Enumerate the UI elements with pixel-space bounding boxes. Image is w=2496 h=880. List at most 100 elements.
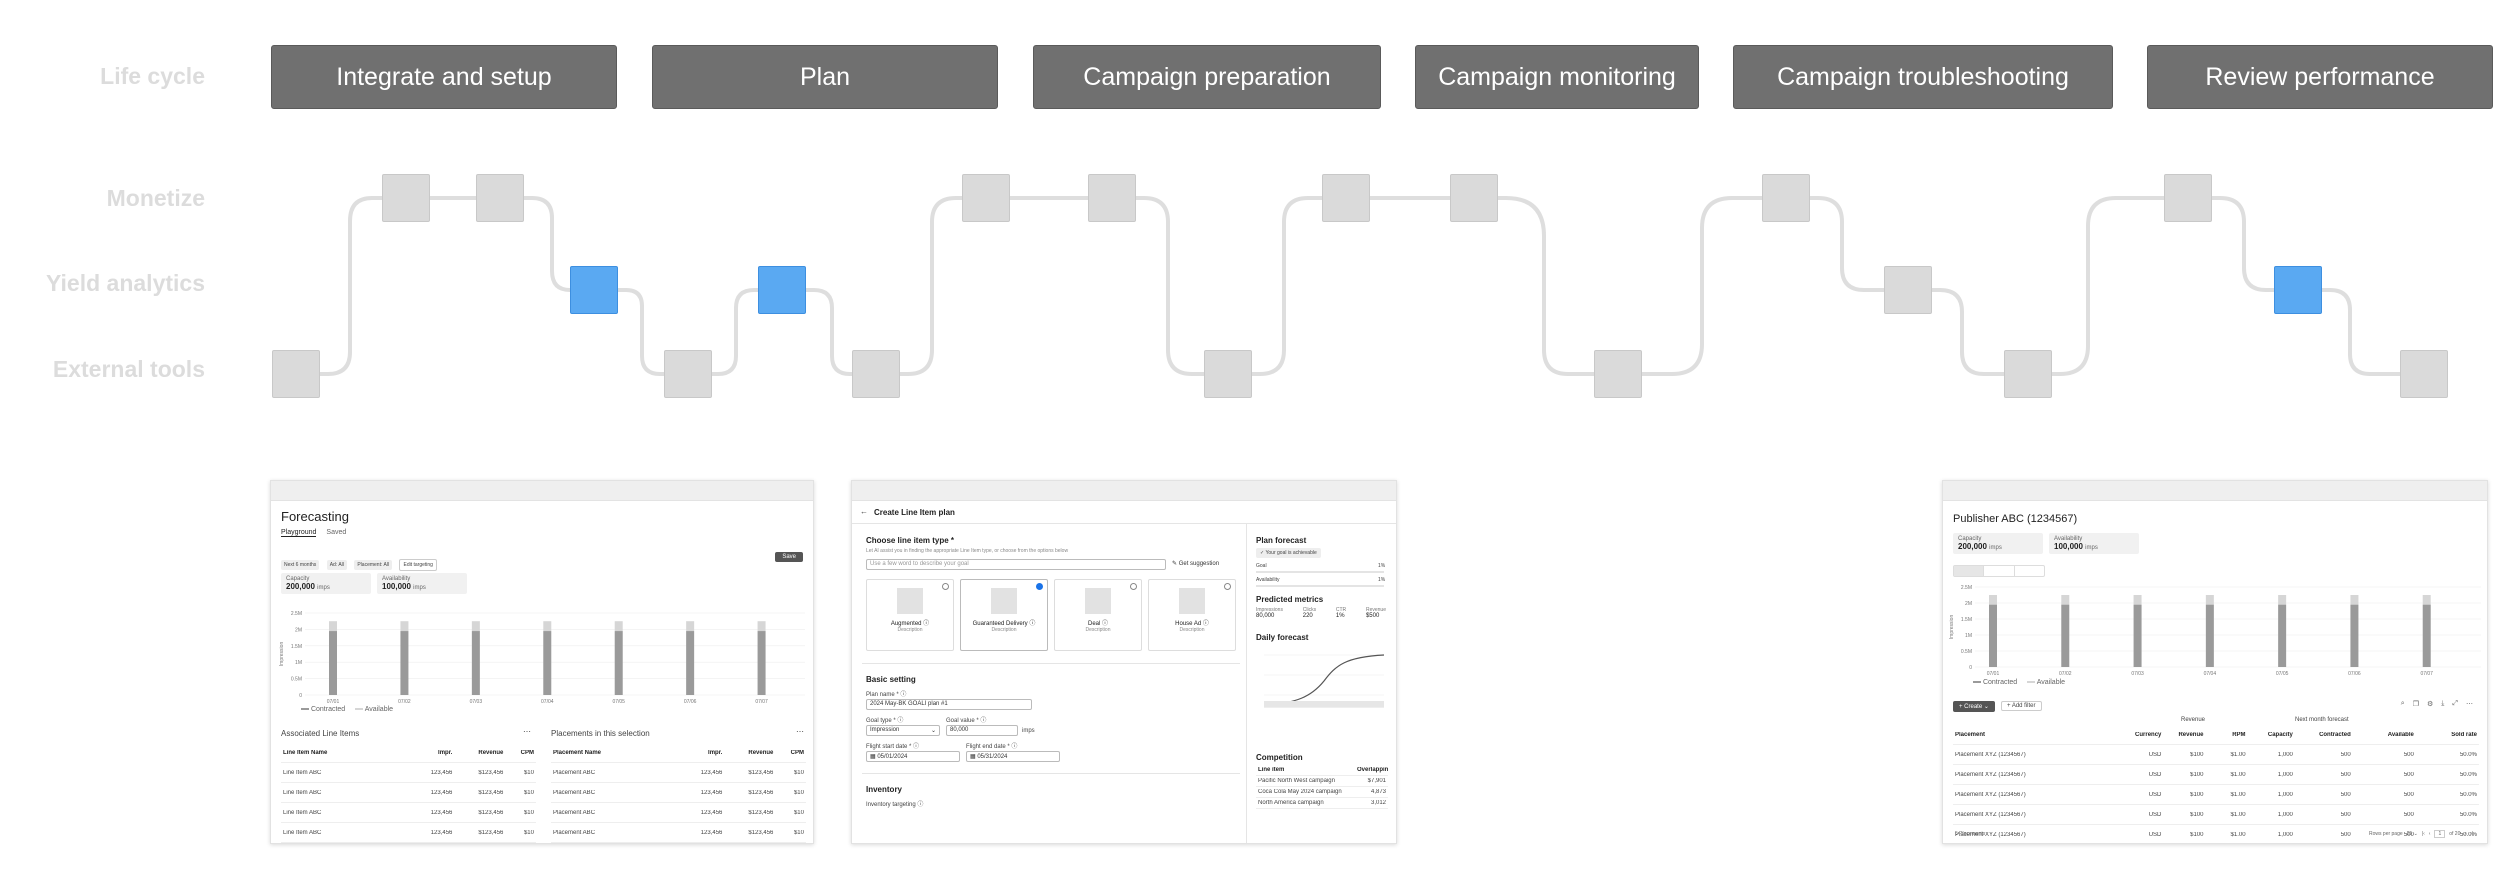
basic-setting-title: Basic setting bbox=[866, 675, 916, 684]
filter-ad[interactable]: Ad: All bbox=[326, 560, 347, 570]
save-button[interactable]: Save bbox=[775, 552, 803, 562]
column-header[interactable]: Currency bbox=[2135, 731, 2162, 738]
radio-button[interactable] bbox=[1130, 583, 1137, 590]
table-cell: $1.00 bbox=[2230, 811, 2246, 818]
column-header[interactable]: Placement bbox=[1955, 731, 1986, 738]
column-header[interactable]: Revenue bbox=[2178, 731, 2204, 738]
column-header[interactable]: Capacity bbox=[2267, 731, 2293, 738]
calendar-icon: ▦ bbox=[870, 754, 876, 760]
more-menu-icon[interactable]: ⋯ bbox=[796, 727, 804, 736]
phase-review-performance: Review performance bbox=[2147, 45, 2493, 109]
plan-name-input[interactable]: 2024 May-BK GOALI plan #1 bbox=[866, 699, 1032, 710]
table-row[interactable]: Pacific North West campaign$7,901 bbox=[1256, 776, 1388, 787]
column-header[interactable]: Line item bbox=[1258, 767, 1285, 773]
prev-page-icon[interactable]: ‹ bbox=[2428, 831, 2431, 837]
copy-icon[interactable]: ❐ bbox=[2412, 701, 2419, 708]
column-header[interactable]: Impr. bbox=[708, 749, 723, 756]
table-cell: 1,000 bbox=[2277, 831, 2293, 838]
radio-button[interactable] bbox=[1224, 583, 1231, 590]
first-page-icon[interactable]: |‹ bbox=[2421, 831, 2425, 837]
start-date-input[interactable]: ▦ 05/01/2024 bbox=[866, 751, 960, 762]
next-page-icon[interactable]: › bbox=[2464, 831, 2467, 837]
radio-button[interactable] bbox=[942, 583, 949, 590]
end-date-input[interactable]: ▦ 05/31/2024 bbox=[966, 751, 1060, 762]
more-menu-icon[interactable]: ⋯ bbox=[523, 727, 531, 736]
tab-playground[interactable]: Playground bbox=[281, 529, 317, 537]
table-cell: 123,456 bbox=[430, 789, 453, 796]
type-name: Augmented ⓘ bbox=[890, 621, 930, 627]
column-header[interactable]: Overlapping imps bbox=[1357, 767, 1388, 773]
more-icon[interactable]: ⋯ bbox=[2466, 701, 2473, 708]
y-axis-label: Impression bbox=[279, 642, 285, 667]
availability-progress-bar bbox=[1256, 585, 1384, 587]
table-cell: Placement ABC bbox=[553, 809, 596, 816]
type-description: Description bbox=[1179, 627, 1205, 633]
back-arrow-icon[interactable]: ← bbox=[860, 507, 868, 516]
column-header[interactable]: CPM bbox=[520, 749, 534, 756]
info-icon: ⓘ bbox=[900, 692, 907, 698]
filter-date-range[interactable]: Next 6 months bbox=[281, 560, 320, 570]
availability-pct: 1% bbox=[1378, 577, 1386, 583]
table-cell: 50.0% bbox=[2459, 791, 2477, 798]
column-header[interactable]: Line Item Name bbox=[283, 749, 328, 756]
column-header[interactable]: Available bbox=[2387, 731, 2414, 738]
column-header[interactable]: Placement Name bbox=[553, 749, 602, 756]
goal-value-label: Goal value * ⓘ bbox=[946, 718, 987, 724]
rows-per-page-select[interactable]: 25 ⌄ bbox=[2406, 831, 2418, 837]
y-tick-label: 2.5M bbox=[1961, 585, 1972, 591]
column-header[interactable]: CPM bbox=[790, 749, 804, 756]
download-icon[interactable]: ⤓ bbox=[2441, 700, 2445, 707]
node-external-tools-6 bbox=[2004, 350, 2052, 398]
goal-value-input[interactable]: 80,000 bbox=[946, 725, 1018, 736]
chart-view-toggle[interactable] bbox=[1953, 565, 2045, 577]
filter-placement[interactable]: Placement: All bbox=[354, 560, 393, 570]
column-header[interactable]: Contracted bbox=[2319, 731, 2351, 738]
add-filter-button[interactable]: + Add filter bbox=[2001, 701, 2042, 711]
tab-saved[interactable]: Saved bbox=[326, 529, 347, 536]
create-button[interactable]: + Create ⌄ bbox=[1953, 701, 1995, 712]
settings-icon[interactable]: ⚙ bbox=[2427, 701, 2434, 708]
column-header[interactable]: Sold rate bbox=[2451, 731, 2477, 738]
search-icon[interactable]: ⌕ bbox=[2400, 700, 2405, 707]
node-yield-analytics-4-active bbox=[2274, 266, 2322, 314]
column-header[interactable]: RPM bbox=[2232, 731, 2246, 738]
table-cell: Line Item ABC bbox=[283, 769, 322, 776]
edit-targeting-button[interactable]: Edit targeting bbox=[399, 559, 437, 571]
last-page-icon[interactable]: ›| bbox=[2470, 831, 2473, 837]
column-header[interactable]: Revenue bbox=[748, 749, 774, 756]
page-input[interactable]: 1 bbox=[2434, 830, 2446, 838]
radio-button[interactable] bbox=[1036, 583, 1043, 590]
goal-type-select[interactable]: Impression⌄ bbox=[866, 725, 940, 736]
column-header[interactable]: Revenue bbox=[478, 749, 504, 756]
get-suggestion-button[interactable]: ✎ Get suggestion bbox=[1172, 561, 1220, 567]
y-tick-label: 1M bbox=[1965, 633, 1972, 639]
fullscreen-icon[interactable]: ⤢ bbox=[2452, 700, 2458, 707]
line-item-title: Create Line Item plan bbox=[874, 508, 955, 517]
column-header[interactable]: Impr. bbox=[438, 749, 453, 756]
legend-contracted: Contracted bbox=[1973, 679, 2017, 686]
goal-search-input[interactable]: Use a few word to describe your goal bbox=[866, 559, 1166, 570]
table-cell: 3,012 bbox=[1370, 800, 1386, 806]
table-group-header: Revenue Next month forecast bbox=[2181, 717, 2349, 723]
table-cell: Placement XYZ (1234567) bbox=[1955, 751, 2026, 758]
